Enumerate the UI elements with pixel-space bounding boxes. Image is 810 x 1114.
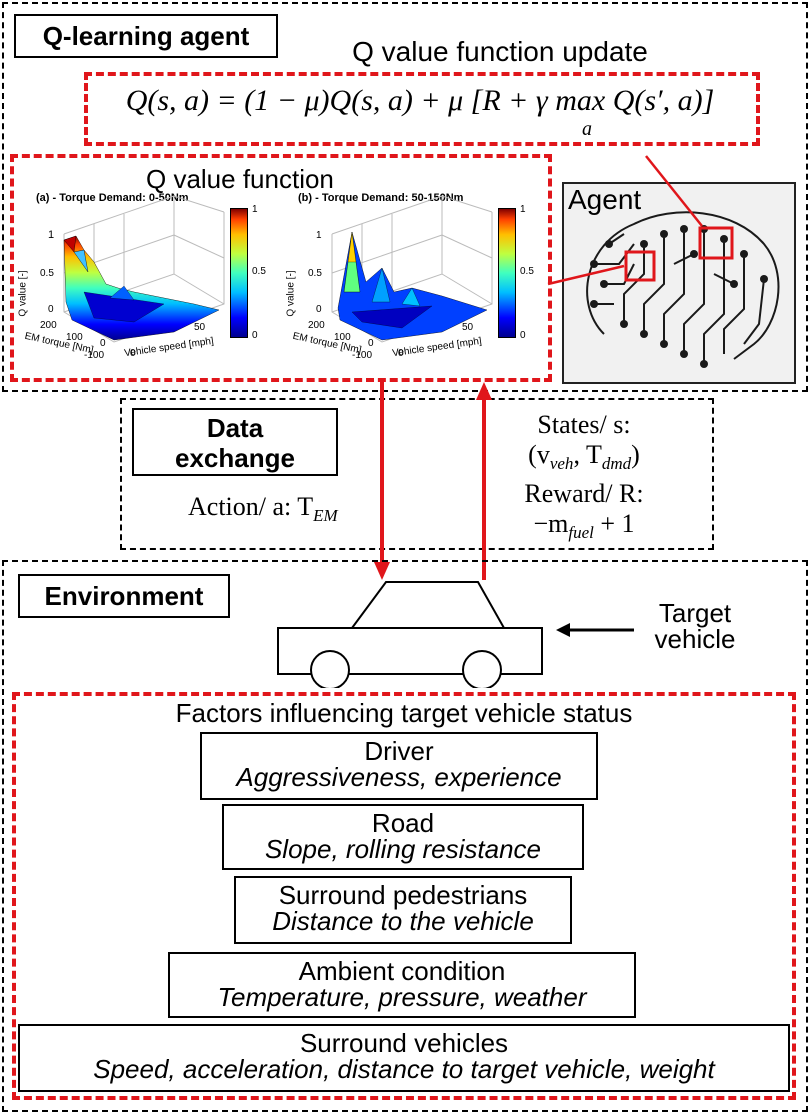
update-caption: Q value function update [352,36,648,67]
svg-text:0: 0 [48,304,54,315]
svg-text:100: 100 [66,332,83,343]
factor-surround-vehicles-detail: Speed, acceleration, distance to target … [93,1054,715,1084]
states-line2-c: ) [631,440,640,469]
reward-sub-fuel: fuel [568,523,594,543]
factors-caption: Factors influencing target vehicle statu… [175,698,633,728]
reward-line2-b: + 1 [593,509,635,539]
states-line2-a: (v [528,440,550,469]
svg-text:0: 0 [130,348,136,359]
plot-b-colorbar-tick-0: 0 [520,330,526,341]
agent-section-title-text: Q-learning agent [42,20,250,51]
plot-a-colorbar-tick-0: 0 [252,330,258,341]
factor-road-detail: Slope, rolling resistance [264,834,542,864]
plot-b-colorbar-tick-05: 0.5 [520,266,534,277]
factor-driver-detail: Aggressiveness, experience [236,762,562,792]
agent-section-title: Q-learning agent [14,14,278,58]
states-sub-veh: veh [549,454,574,474]
q-function-box [10,154,552,382]
svg-text:-100: -100 [84,350,104,361]
factor-pedestrians-name: Surround pedestrians [278,880,528,910]
factor-pedestrians-detail: Distance to the vehicle [272,906,534,936]
plot-a: (a) - Torque Demand: 0-50Nm [14,192,274,374]
plot-a-colorbar [230,208,248,338]
svg-text:0: 0 [100,338,106,349]
action-label: Action/ a: TEM [188,492,338,526]
plot-b: (b) - Torque Demand: 50-150Nm 1 0.5 0 20… [282,192,542,374]
data-exchange-title-line1: Data [206,413,264,443]
factor-driver: Driver Aggressiveness, experience [200,732,598,800]
equation-subscript: a [582,118,592,140]
reward-line2-a: −m [533,509,569,539]
svg-text:0: 0 [368,338,374,349]
svg-text:200: 200 [40,320,57,331]
reward-line2: −mfuel + 1 [494,509,674,548]
reward-line1: Reward/ R: [524,479,644,509]
states-line1: States/ s: [537,410,631,439]
data-exchange-title-line2: exchange [175,443,295,473]
svg-text:200: 200 [308,320,325,331]
plot-a-title: (a) - Torque Demand: 0-50Nm [36,192,189,204]
environment-title-text: Environment [44,580,204,611]
plot-b-surface: 1 0.5 0 200 100 0 -100 0 50 [308,195,493,361]
plot-a-surface: 1 0.5 0 200 100 0 -100 0 50 [40,195,225,361]
factor-surround-vehicles-name: Surround vehicles [299,1028,509,1058]
factor-ambient: Ambient condition Temperature, pressure,… [168,952,636,1018]
highlight-connectors [547,155,703,286]
environment-title: Environment [18,574,230,618]
factor-ambient-name: Ambient condition [298,956,506,986]
factor-road-name: Road [371,808,435,838]
plot-b-title: (b) - Torque Demand: 50-150Nm [298,192,464,204]
plot-b-colorbar-tick-1: 1 [520,204,526,215]
data-exchange-section [120,398,714,550]
svg-text:0: 0 [316,304,322,315]
svg-text:50: 50 [462,322,474,333]
factor-pedestrians: Surround pedestrians Distance to the veh… [234,876,572,944]
factor-surround-vehicles: Surround vehicles Speed, acceleration, d… [18,1024,790,1092]
svg-text:0.5: 0.5 [40,268,54,279]
equation-box [84,72,760,146]
svg-text:50: 50 [194,322,206,333]
target-arrow [556,623,634,637]
factor-ambient-detail: Temperature, pressure, weather [217,982,587,1012]
svg-text:1: 1 [316,230,322,241]
equation-text: Q(s, a) = (1 − μ)Q(s, a) + μ [R + γ max … [125,84,715,117]
states-reward-label: States/ s: (vveh, Tdmd) Reward/ R: −mfue… [494,410,674,548]
target-vehicle-line2: vehicle [654,624,736,654]
svg-text:100: 100 [334,332,351,343]
plot-a-colorbar-tick-05: 0.5 [252,266,266,277]
svg-text:0.5: 0.5 [308,268,322,279]
environment-section [2,560,808,1112]
circuit-brain-icon [586,211,780,368]
agent-brain-image: Agent [562,182,796,384]
factor-road: Road Slope, rolling resistance [222,804,584,870]
svg-text:1: 1 [48,229,54,241]
data-exchange-title: Data exchange [132,408,338,476]
action-text: Action/ a: T [188,492,314,521]
agent-label: Agent [568,184,642,215]
q-update-equation: Q(s, a) = (1 − μ)Q(s, a) + μ [R + γ max … [100,84,740,118]
states-line2-b: , T [573,440,602,469]
states-sub-dmd: dmd [601,454,632,474]
svg-text:-100: -100 [352,350,372,361]
plot-a-colorbar-tick-1: 1 [252,204,258,215]
q-function-caption: Q value function [146,164,334,194]
target-vehicle-line1: Target [658,598,732,628]
factor-driver-name: Driver [364,736,434,766]
factors-box [12,692,796,1100]
target-vehicle-car-icon [277,581,543,688]
svg-text:0: 0 [398,348,404,359]
states-line2: (vveh, Tdmd) [494,440,674,479]
target-vehicle-label: Target vehicle [640,600,750,652]
action-sub: EM [313,506,338,526]
plot-b-colorbar [498,208,516,338]
q-learning-agent-section [2,2,808,392]
